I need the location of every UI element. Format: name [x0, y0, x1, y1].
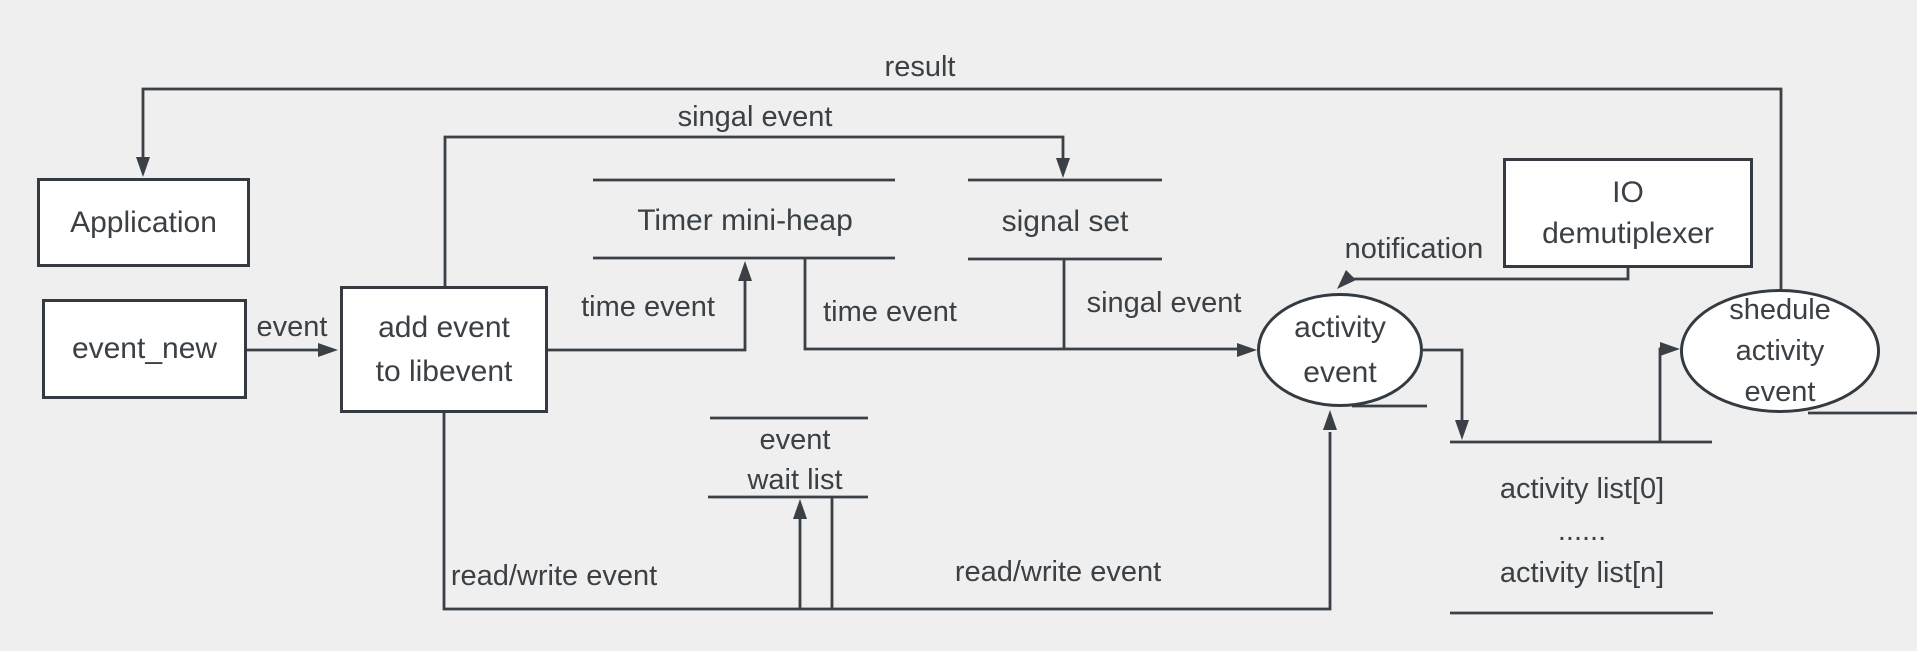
node-event-wait-list: event wait list	[747, 420, 842, 500]
node-event-new: event_new	[42, 299, 247, 399]
node-wait-list-line2: wait list	[747, 464, 843, 496]
edge-time-event-left	[548, 279, 747, 352]
edge-activity-to-list	[1423, 348, 1464, 423]
node-signal-set-label: signal set	[1001, 205, 1129, 238]
node-activity-list: activity list[0] ...... activity list[n]	[1500, 468, 1664, 594]
node-timer-mini-heap: Timer mini-heap	[637, 201, 853, 241]
node-add-event-line1: add event	[378, 310, 510, 344]
edge-label-result: result	[884, 51, 956, 83]
edge-list-to-schedule	[1658, 347, 1663, 442]
edge-label-notification: notification	[1344, 233, 1484, 265]
node-schedule-line3: event	[1744, 375, 1816, 408]
node-activity-list-line1: activity list[0]	[1499, 473, 1665, 505]
node-activity-event-line1: activity	[1294, 311, 1386, 344]
arrowhead-into-signal-set	[1056, 158, 1070, 178]
node-io-demultiplexer: IO demutiplexer	[1503, 158, 1753, 268]
arrowhead-into-activity-list	[1455, 420, 1469, 440]
node-schedule-line1: shedule	[1729, 293, 1831, 326]
arrowhead-into-timer	[738, 261, 752, 281]
node-signal-set: signal set	[1002, 202, 1129, 242]
arrowhead-into-activity-bottom	[1323, 410, 1337, 430]
arrowhead-notification	[1337, 270, 1356, 289]
node-activity-list-line2: ......	[1557, 515, 1607, 547]
edge-label-read-write-right: read/write event	[954, 556, 1162, 588]
node-io-line1: IO	[1612, 176, 1644, 209]
node-add-event-to-libevent: add event to libevent	[340, 286, 548, 413]
edge-signal-event-top	[443, 135, 1065, 287]
edge-label-signal-event-right: singal event	[1086, 287, 1242, 319]
edge-label-time-event-left: time event	[581, 291, 715, 323]
node-schedule-line2: activity	[1735, 334, 1825, 367]
node-application: Application	[37, 178, 250, 267]
node-add-event-line2: to libevent	[375, 354, 513, 388]
edge-label-time-event-right: time event	[823, 296, 957, 328]
node-activity-event-line2: event	[1303, 356, 1377, 389]
edge-label-event: event	[256, 311, 328, 343]
arrowhead-into-activity-left	[1237, 343, 1257, 357]
edge-result	[141, 87, 1783, 289]
edge-label-read-write-left: read/write event	[450, 560, 658, 592]
arrowhead-into-schedule	[1660, 342, 1680, 356]
edge-read-write	[442, 413, 1332, 611]
node-wait-list-line1: event	[759, 424, 831, 456]
node-application-label: Application	[70, 205, 217, 239]
arrowhead-into-waitlist	[793, 499, 807, 519]
edge-notification	[1350, 268, 1630, 281]
node-schedule-activity-event: shedule activity event	[1680, 289, 1880, 413]
arrowhead-into-add-event	[318, 343, 338, 357]
node-io-line2: demutiplexer	[1542, 217, 1714, 250]
node-timer-label: Timer mini-heap	[637, 204, 853, 237]
arrowhead-into-application	[136, 157, 150, 177]
node-activity-event: activity event	[1257, 293, 1423, 407]
node-activity-list-line3: activity list[n]	[1499, 557, 1665, 589]
edge-label-signal-event-top: singal event	[677, 101, 833, 133]
node-event-new-label: event_new	[71, 332, 218, 365]
edge-time-event-right	[803, 258, 1240, 351]
